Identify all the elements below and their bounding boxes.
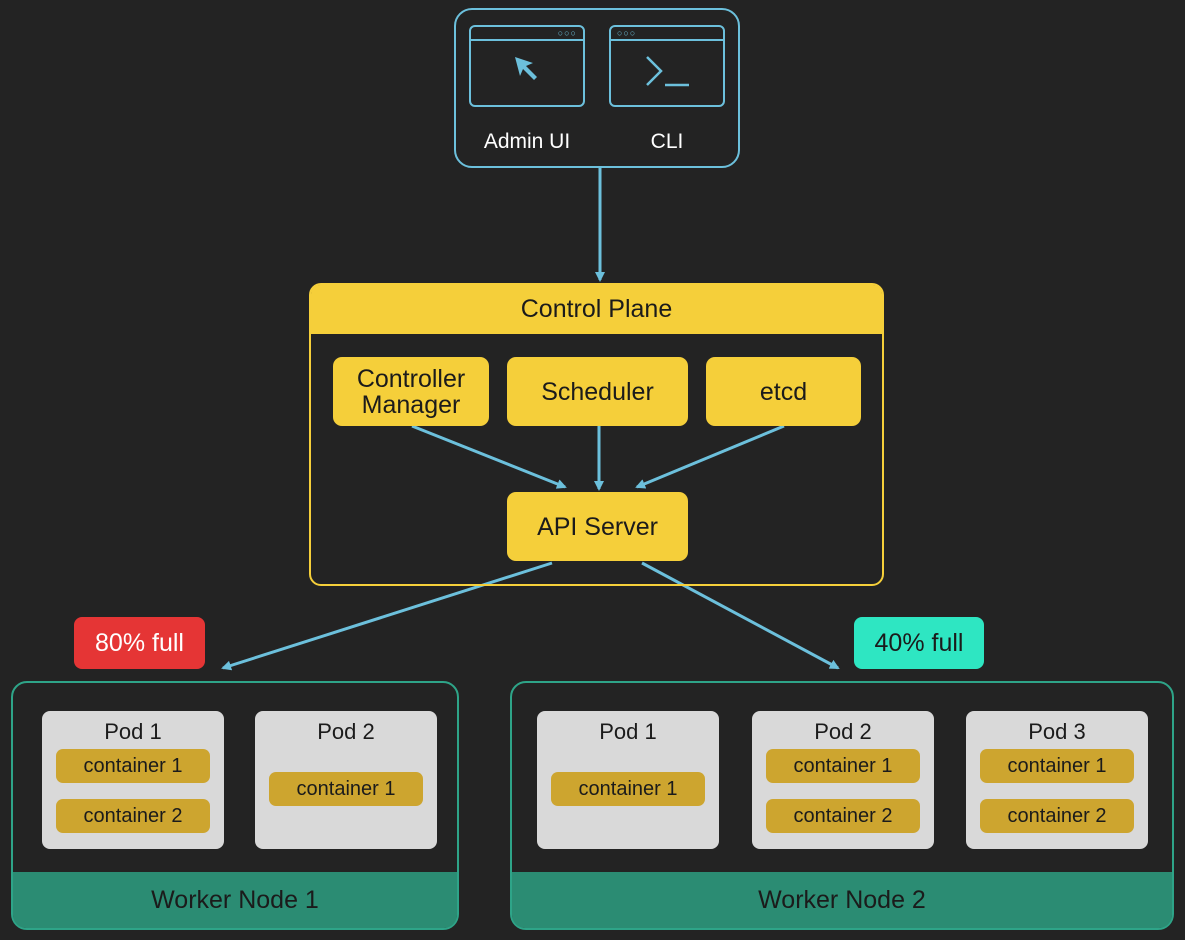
arrow-etcd-to-api-server bbox=[635, 424, 785, 489]
worker-node-2-label: Worker Node 2 bbox=[512, 872, 1172, 928]
scheduler-box: Scheduler bbox=[507, 357, 688, 426]
controller-manager-box: Controller Manager bbox=[333, 357, 489, 426]
controller-manager-label-line1: Controller bbox=[356, 364, 466, 393]
worker-node-1-label: Worker Node 1 bbox=[13, 872, 457, 928]
container: container 2 bbox=[56, 799, 210, 833]
node2-capacity-badge: 40% full bbox=[854, 617, 984, 669]
admin-ui-label: Admin UI bbox=[483, 130, 571, 153]
pod-title: Pod 3 bbox=[1028, 719, 1086, 744]
worker-node-1: Pod 1 container 1 container 2 Pod 2 cont… bbox=[11, 681, 459, 930]
node2-pod-2: Pod 2 container 1 container 2 bbox=[752, 711, 934, 849]
terminal-prompt-icon bbox=[646, 56, 689, 87]
pod-title: Pod 1 bbox=[104, 719, 162, 744]
node2-pod-3: Pod 3 container 1 container 2 bbox=[966, 711, 1148, 849]
control-plane-box: Control Plane bbox=[309, 283, 884, 586]
window-dots-icon: ○○○ bbox=[617, 28, 637, 38]
container: container 1 bbox=[269, 772, 423, 806]
api-server-box: API Server bbox=[507, 492, 688, 561]
cli-window: ○○○ bbox=[609, 25, 725, 107]
container: container 2 bbox=[766, 799, 920, 833]
node1-pod-1: Pod 1 container 1 container 2 bbox=[42, 711, 224, 849]
container: container 2 bbox=[980, 799, 1134, 833]
client-tools-box: ○○○ ○○○ Admin UI CLI bbox=[454, 8, 740, 168]
admin-ui-window: ○○○ bbox=[469, 25, 585, 107]
container: container 1 bbox=[551, 772, 705, 806]
container: container 1 bbox=[766, 749, 920, 783]
pod-title: Pod 1 bbox=[599, 719, 657, 744]
arrow-api-server-to-worker-node-2 bbox=[641, 561, 840, 670]
node1-pod-2: Pod 2 container 1 bbox=[255, 711, 437, 849]
controller-manager-label-line2: Manager bbox=[361, 390, 461, 419]
node2-pod-1: Pod 1 container 1 bbox=[537, 711, 719, 849]
container: container 1 bbox=[56, 749, 210, 783]
arrow-controller-manager-to-api-server bbox=[411, 424, 567, 489]
pod-title: Pod 2 bbox=[814, 719, 872, 744]
cursor-icon bbox=[515, 57, 537, 80]
container: container 1 bbox=[980, 749, 1134, 783]
control-plane-title: Control Plane bbox=[311, 285, 882, 334]
etcd-box: etcd bbox=[706, 357, 861, 426]
pod-title: Pod 2 bbox=[317, 719, 375, 744]
arrow-api-server-to-worker-node-1 bbox=[221, 561, 553, 671]
worker-node-2: Pod 1 container 1 Pod 2 container 1 cont… bbox=[510, 681, 1174, 930]
cli-label: CLI bbox=[650, 130, 684, 153]
node1-capacity-badge: 80% full bbox=[74, 617, 205, 669]
window-dots-icon: ○○○ bbox=[557, 28, 577, 38]
